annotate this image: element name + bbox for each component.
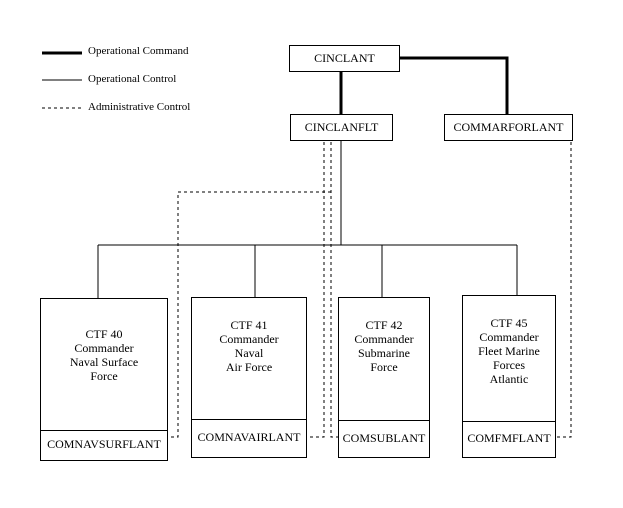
ctf45-line-4: Forces: [493, 358, 525, 372]
ctf42-line-1: CTF 42: [365, 318, 403, 332]
card-ctf41-footer: COMNAVAIRLANT: [197, 430, 301, 444]
ctf45-line-1: CTF 45: [490, 316, 528, 330]
ctf41-line-3: Naval: [234, 346, 264, 360]
ctf40-line-3: Naval Surface: [69, 355, 139, 369]
card-ctf42-title: CTF 42 Commander Submarine Force: [339, 298, 429, 421]
ctf45-line-5: Atlantic: [489, 372, 529, 386]
card-ctf45-title: CTF 45 Commander Fleet Marine Forces Atl…: [463, 296, 555, 422]
card-ctf45: CTF 45 Commander Fleet Marine Forces Atl…: [462, 295, 556, 458]
ctf41-line-2: Commander: [219, 332, 279, 346]
ctf40-line-1: CTF 40: [85, 327, 123, 341]
legend-label-operational-command: Operational Command: [88, 45, 189, 57]
node-cinclant: CINCLANT: [289, 45, 400, 72]
cinclant-to-commarforlant-command: [400, 56, 509, 114]
ctf45-line-2: Commander: [479, 330, 539, 344]
card-ctf40: CTF 40 Commander Naval Surface Force COM…: [40, 298, 168, 461]
ctf41-line-4: Air Force: [225, 360, 273, 374]
ctf42-line-3: Submarine: [358, 346, 410, 360]
card-ctf42: CTF 42 Commander Submarine Force COMSUBL…: [338, 297, 430, 458]
node-commarforlant: COMMARFORLANT: [444, 114, 573, 141]
admin-line-comsublant: [330, 142, 338, 438]
ctf45-line-3: Fleet Marine: [478, 344, 540, 358]
ctf40-line-4: Force: [90, 369, 118, 383]
ctf42-line-2: Commander: [354, 332, 414, 346]
ctf41-line-1: CTF 41: [230, 318, 268, 332]
card-ctf42-footer: COMSUBLANT: [342, 430, 426, 445]
admin-line-comfmflant: [556, 142, 572, 438]
card-ctf41-title: CTF 41 Commander Naval Air Force: [192, 298, 306, 420]
admin-line-comnavairlant: [306, 142, 325, 438]
card-ctf45-footer: COMFMFLANT: [467, 431, 551, 445]
ctf42-line-4: Force: [370, 360, 398, 374]
card-ctf40-title: CTF 40 Commander Naval Surface Force: [41, 299, 167, 431]
legend-label-operational-control: Operational Control: [88, 73, 177, 85]
legend-label-administrative-control: Administrative Control: [88, 101, 191, 113]
admin-line-comnavsurflant: [167, 191, 331, 438]
card-ctf40-footer: COMNAVSURFLANT: [47, 437, 161, 451]
node-cinclanflt: CINCLANFLT: [290, 114, 393, 141]
card-ctf41: CTF 41 Commander Naval Air Force COMNAVA…: [191, 297, 307, 458]
ctf40-line-2: Commander: [74, 341, 134, 355]
